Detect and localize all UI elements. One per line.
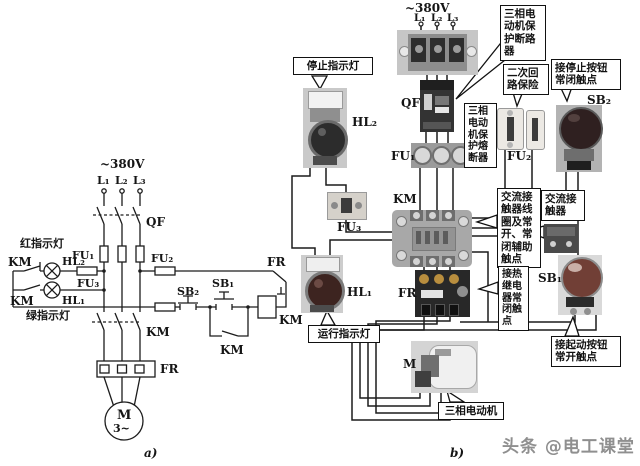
b-voltage-label: ~380V xyxy=(405,1,450,15)
a-motor-phases: 3~ xyxy=(113,422,130,435)
a-fu1-label: FU₁ xyxy=(72,249,95,262)
fu3-fuse-photo xyxy=(327,192,367,220)
motor-photo xyxy=(411,341,478,393)
callout-contactor: 交流接触器 xyxy=(541,190,585,221)
a-km-coil-label: KM xyxy=(279,313,303,327)
b-hl1-label: HL₁ xyxy=(347,285,373,299)
hl1-lamp-photo xyxy=(301,255,345,313)
a-voltage-label: ~380V xyxy=(100,157,145,171)
panel-b-wires xyxy=(291,21,597,421)
b-motor-label: M xyxy=(403,357,417,371)
a-fu2-label: FU₂ xyxy=(151,252,174,265)
sb2-button-photo xyxy=(556,105,603,172)
b-phase-l2: L₂ xyxy=(431,13,443,24)
callout-breaker: 三相电动机保护断路器 xyxy=(500,5,546,61)
callout-secondary-fuse: 二次回路保险 xyxy=(503,64,549,95)
b-fu3-label: FU₃ xyxy=(337,220,362,234)
a-motor-label: M xyxy=(117,408,132,423)
b-km-label: KM xyxy=(393,192,417,206)
hl2-lamp-photo xyxy=(303,88,348,168)
a-fu3-label: FU₃ xyxy=(77,277,100,290)
callout-stop-button: 接停止按钮常闭触点 xyxy=(551,59,621,90)
a-phase-l2: L₂ xyxy=(115,174,128,187)
b-qf-label: QF xyxy=(401,96,420,110)
b-sb1-label: SB₁ xyxy=(538,271,563,285)
panel-a-caption: a) xyxy=(144,446,158,460)
b-sb2-label: SB₂ xyxy=(587,93,612,107)
a-km-nc-label: KM xyxy=(8,255,32,269)
sb1-button-photo xyxy=(558,255,603,315)
a-km-aux-label: KM xyxy=(220,343,244,357)
fu1-fuse-photo xyxy=(411,143,470,168)
callout-motor: 三相电动机 xyxy=(438,402,504,421)
callout-contactor-coil: 交流接触器线圈及常开、常闭辅助触点 xyxy=(497,188,541,269)
terminal-block-photo xyxy=(397,30,478,75)
a-km-main-label: KM xyxy=(146,325,170,339)
fu2-fuse-b-photo xyxy=(526,110,545,150)
b-fr-label: FR xyxy=(398,286,417,300)
callout-start-button: 接起动按钮常开触点 xyxy=(551,336,621,367)
a-green-lamp-caption: 绿指示灯 xyxy=(26,309,70,322)
fu2-fuse-a-photo xyxy=(497,108,524,150)
a-red-lamp-caption: 红指示灯 xyxy=(20,237,64,250)
fr-thermal-relay-photo xyxy=(415,270,470,317)
a-fr-contact-label: FR xyxy=(267,255,286,269)
b-phase-l3: L₃ xyxy=(447,13,459,24)
a-sb1-label: SB₁ xyxy=(212,277,235,290)
a-phase-l3: L₃ xyxy=(133,174,146,187)
a-phase-l1: L₁ xyxy=(97,174,110,187)
b-fu2-label: FU₂ xyxy=(507,149,532,163)
a-fr-label: FR xyxy=(160,362,179,376)
panel-a-circuit xyxy=(12,188,287,441)
ac-contactor-thumb-photo xyxy=(544,224,578,253)
b-fu1-label: FU₁ xyxy=(391,149,416,163)
callout-stop-lamp: 停止指示灯 xyxy=(293,57,373,76)
callout-run-lamp: 运行指示灯 xyxy=(308,325,380,344)
toutiao-watermark: 头条 @电工课堂 xyxy=(502,437,635,457)
a-hl1-label: HL₁ xyxy=(62,294,85,307)
km-contactor-photo xyxy=(392,210,472,267)
a-km-no-label: KM xyxy=(10,294,34,308)
callout-thermal-contact: 接热继电器常闭触点 xyxy=(498,266,529,331)
qf-breaker-photo xyxy=(420,80,454,132)
b-hl2-label: HL₂ xyxy=(352,115,378,129)
callout-main-fuse: 三相电动机保护熔断器 xyxy=(464,103,497,168)
panel-b-caption: b) xyxy=(450,446,465,460)
a-hl2-label: HL₂ xyxy=(62,255,85,268)
a-qf-label: QF xyxy=(146,215,165,229)
b-phase-l1: L₁ xyxy=(414,13,426,24)
a-sb2-label: SB₂ xyxy=(177,285,200,298)
